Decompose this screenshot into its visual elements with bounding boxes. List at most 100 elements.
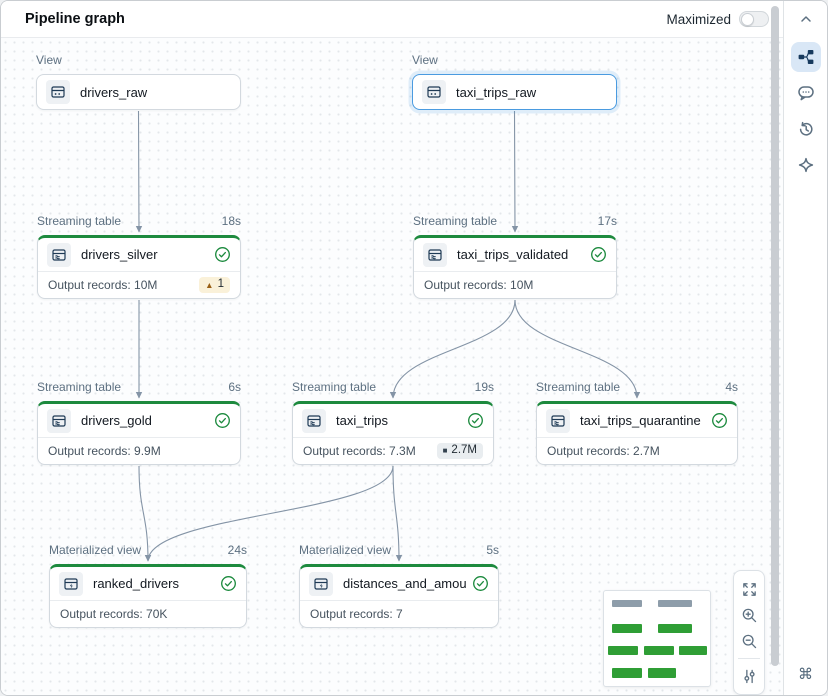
edge-drivers_raw-to-drivers_silver: [135, 110, 143, 233]
output-records: Output records: 9.9M: [48, 444, 161, 458]
canvas-controls: [733, 570, 765, 695]
node-name: drivers_gold: [81, 413, 152, 428]
success-status-icon: [712, 413, 727, 428]
right-sidebar: ⌘: [783, 1, 827, 695]
node-kind-label: Streaming table: [292, 380, 377, 394]
pipeline-node-drivers_raw[interactable]: drivers_raw: [36, 74, 241, 110]
pipeline-node-taxi_trips_validated[interactable]: taxi_trips_validated Output records: 10M: [413, 235, 617, 299]
history-icon[interactable]: [791, 114, 821, 144]
collapse-chevron-icon[interactable]: [791, 4, 821, 34]
pipeline-node-ranked_drivers[interactable]: ranked_drivers Output records: 70K: [49, 564, 247, 628]
streaming-table-icon: [551, 414, 565, 427]
node-header-row: taxi_trips_raw: [413, 75, 616, 109]
node-header-row: taxi_trips_quarantine: [537, 404, 737, 437]
output-records: Output records: 7.3M: [303, 444, 416, 458]
node-icon-box: [47, 408, 71, 433]
materialized-view-icon: [314, 577, 328, 590]
zoom-in-icon[interactable]: [736, 602, 762, 628]
output-records: Output records: 2.7M: [547, 444, 660, 458]
output-records: Output records: 70K: [60, 607, 168, 621]
node-duration: 24s: [227, 543, 247, 557]
panel-header: Pipeline graph Maximized: [1, 1, 785, 38]
minimap-node-bar: [612, 600, 642, 607]
pipeline-node-taxi_trips_quarantine[interactable]: taxi_trips_quarantine Output records: 2.…: [536, 401, 738, 465]
node-type-label-row: Streaming table 19s: [292, 380, 494, 394]
comments-icon[interactable]: [791, 78, 821, 108]
node-icon-box: [59, 571, 83, 596]
node-icon-box: [423, 242, 447, 267]
node-type-label-row: View: [36, 53, 241, 67]
minimap[interactable]: [603, 590, 711, 687]
node-name: ranked_drivers: [93, 576, 179, 591]
node-footer-row: Output records: 7.3M■2.7M: [293, 437, 493, 464]
node-header-row: distances_and_amounts_b...: [300, 567, 498, 600]
node-icon-box: [47, 242, 71, 267]
output-records: Output records: 10M: [48, 278, 158, 292]
node-header-row: drivers_silver: [38, 238, 240, 271]
success-status-icon: [468, 413, 483, 428]
node-icon-box: [546, 408, 570, 433]
node-icon-box: [302, 408, 326, 433]
controls-divider: [738, 658, 760, 659]
node-duration: 6s: [228, 380, 241, 394]
node-name: drivers_raw: [80, 84, 148, 100]
pipeline-node-drivers_gold[interactable]: drivers_gold Output records: 9.9M: [37, 401, 241, 465]
edge-taxi_trips_validated-to-taxi_trips_quarantine: [514, 299, 641, 399]
edges-layer: [135, 110, 641, 562]
fullscreen-icon[interactable]: [736, 576, 762, 602]
node-header-row: taxi_trips_validated: [414, 238, 616, 271]
pipeline-node-distances_and_amounts[interactable]: distances_and_amounts_b... Output record…: [299, 564, 499, 628]
minimap-node-bar: [608, 646, 638, 655]
pipeline-node-taxi_trips[interactable]: taxi_trips Output records: 7.3M■2.7M: [292, 401, 494, 465]
node-kind-label: Streaming table: [413, 214, 498, 228]
node-icon-box: [309, 571, 333, 596]
node-duration: 4s: [725, 380, 738, 394]
node-footer-row: Output records: 70K: [50, 600, 246, 627]
warning-badge: ▲1: [199, 277, 230, 293]
edge-taxi_trips-to-ranked_drivers: [144, 465, 394, 562]
node-duration: 5s: [486, 543, 499, 557]
streaming-table-icon: [307, 414, 321, 427]
node-duration: 17s: [597, 214, 617, 228]
minimap-node-bar: [658, 624, 692, 633]
maximized-toggle[interactable]: [739, 11, 769, 27]
page-title: Pipeline graph: [25, 11, 125, 27]
dropped-square-icon: ■: [442, 446, 448, 455]
edge-taxi_trips_validated-to-taxi_trips: [389, 299, 516, 399]
streaming-table-icon: [52, 248, 66, 261]
minimap-node-bar: [679, 646, 707, 655]
minimap-node-bar: [648, 668, 676, 678]
pipeline-node-drivers_silver[interactable]: drivers_silver Output records: 10M ▲1: [37, 235, 241, 299]
node-name: taxi_trips_raw: [456, 84, 537, 100]
edge-drivers_gold-to-ranked_drivers: [138, 465, 152, 562]
minimap-node-bar: [612, 668, 642, 678]
node-type-label-row: Streaming table 17s: [413, 214, 617, 228]
node-footer-row: Output records: 7: [300, 600, 498, 627]
pipeline-node-taxi_trips_raw[interactable]: taxi_trips_raw: [412, 74, 617, 110]
view-icon: [427, 86, 441, 98]
graph-filters-icon[interactable]: [736, 663, 762, 689]
node-duration: 18s: [221, 214, 241, 228]
success-status-icon: [215, 413, 230, 428]
view-icon: [51, 86, 65, 98]
success-status-icon: [473, 576, 488, 591]
assistant-sparkle-icon[interactable]: [791, 150, 821, 180]
warning-triangle-icon: ▲: [205, 279, 214, 290]
pipeline-canvas[interactable]: View drivers_raw View taxi_trips_raw Str…: [1, 38, 785, 695]
zoom-out-icon[interactable]: [736, 628, 762, 654]
command-icon[interactable]: ⌘: [798, 666, 813, 683]
edge-taxi_trips_raw-to-taxi_trips_validated: [511, 110, 519, 233]
success-status-icon: [221, 576, 236, 591]
pipeline-graph-icon[interactable]: [790, 42, 821, 72]
node-name: taxi_trips: [336, 413, 389, 428]
node-duration: 19s: [474, 380, 494, 394]
node-footer-row: Output records: 2.7M: [537, 437, 737, 464]
node-name: taxi_trips_validated: [457, 247, 569, 262]
vertical-scrollbar[interactable]: [771, 6, 779, 666]
node-type-label-row: View: [412, 53, 617, 67]
